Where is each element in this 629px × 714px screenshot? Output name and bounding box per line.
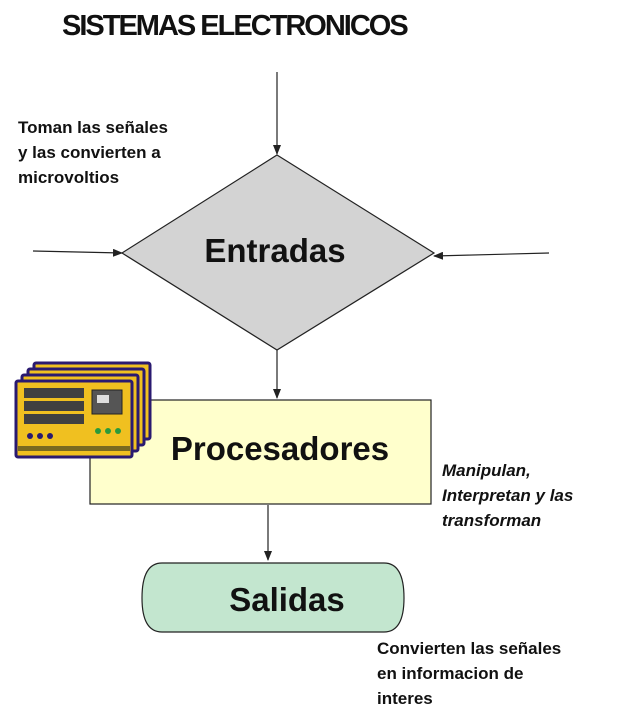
input-note-line: Toman las señales [18, 118, 168, 137]
process-label: Procesadores [171, 430, 389, 467]
input-label: Entradas [204, 232, 345, 269]
output-note-line: Convierten las señales [377, 639, 562, 658]
circuit-board-stack-icon [14, 361, 152, 459]
process-note-line: Manipulan, [442, 461, 531, 480]
output-shape [141, 562, 405, 633]
output-note-line: en informacion de [377, 664, 524, 683]
process-box [89, 399, 432, 505]
process-note-line: Interpretan y las [442, 486, 574, 505]
output-note: Convierten las señales en informacion de… [377, 636, 561, 711]
process-note-line: transforman [442, 511, 542, 530]
process-node: Procesadores [89, 399, 432, 505]
output-label: Salidas [229, 581, 345, 618]
output-node: Salidas [141, 562, 405, 633]
arrow-right-in [433, 251, 550, 260]
board-card-top [14, 379, 134, 459]
output-note-line: interes [377, 689, 433, 708]
input-note-line: y las convierten a [18, 143, 161, 162]
input-note-line: microvoltios [18, 168, 120, 187]
input-node: Entradas [120, 154, 436, 351]
arrow-left-in [32, 248, 123, 257]
input-note: Toman las señales y las convierten a mic… [18, 115, 168, 190]
process-note: Manipulan, Interpretan y las transforman [442, 458, 573, 533]
page-title: SISTEMAS ELECTRONICOS [62, 10, 409, 42]
